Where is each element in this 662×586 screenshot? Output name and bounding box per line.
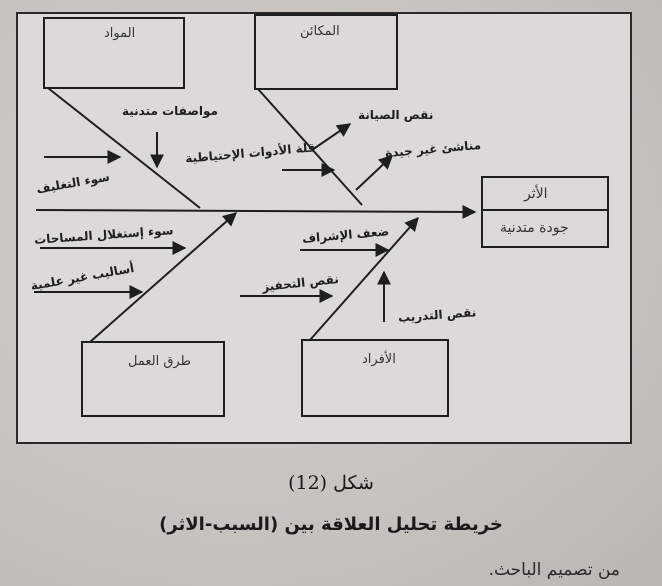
effect-heading: الأثر bbox=[524, 186, 548, 202]
environment-title: المكائن bbox=[300, 24, 340, 39]
effect-box bbox=[481, 176, 609, 248]
figure-number: شكل (12) bbox=[288, 472, 374, 494]
people-box bbox=[301, 339, 449, 417]
figure-source: من تصميم الباحث. bbox=[488, 560, 620, 580]
environment-box bbox=[254, 14, 398, 90]
people-bone bbox=[309, 216, 419, 341]
effect-value: جودة متدنية bbox=[500, 220, 569, 236]
bad-climate-arrow bbox=[355, 155, 394, 191]
figure-title: خريطة تحليل العلاقة بين (السبب-الاثر) bbox=[159, 514, 503, 535]
methods-box bbox=[81, 341, 225, 417]
cause-lack-maintenance: نقص الصيانة bbox=[358, 108, 434, 122]
people-title: الأفراد bbox=[362, 352, 396, 367]
cause-low-specs: مواصفات متدنية bbox=[122, 104, 218, 118]
main-spine bbox=[35, 204, 477, 219]
methods-bone bbox=[89, 212, 238, 343]
methods-title: طرق العمل bbox=[128, 354, 191, 369]
materials-bone bbox=[47, 87, 201, 209]
lack-maintenance-arrow bbox=[311, 123, 352, 151]
environment-bone bbox=[257, 88, 363, 206]
materials-box bbox=[43, 17, 185, 89]
materials-title: المواد bbox=[104, 26, 136, 41]
